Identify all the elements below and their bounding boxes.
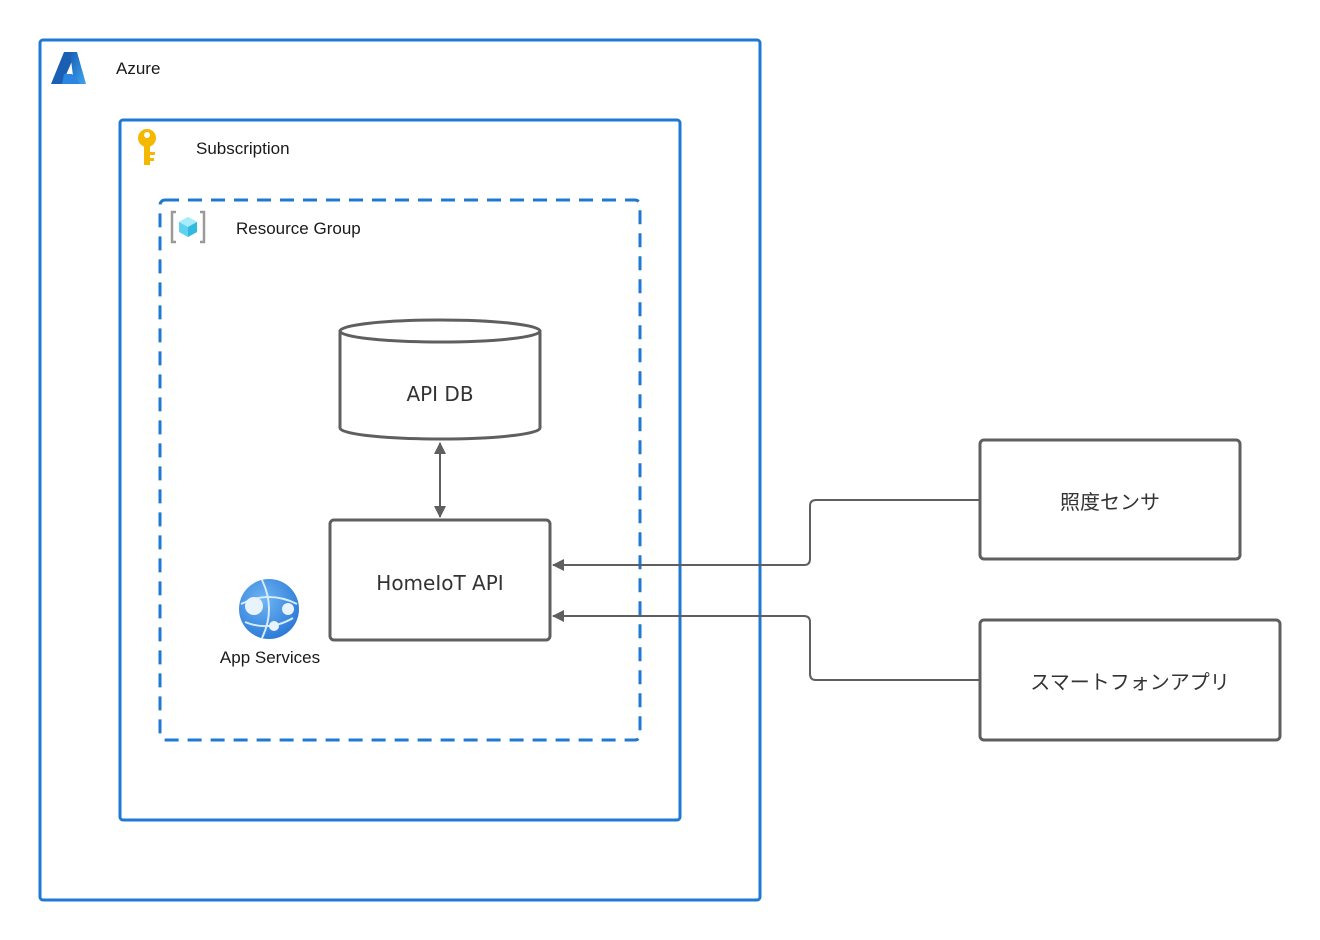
subscription-container[interactable]: Subscription [118, 118, 682, 822]
app-services-node[interactable]: App Services [220, 579, 320, 667]
azure-container-border [38, 38, 762, 902]
subscription-container-label: Subscription [196, 139, 290, 158]
app-services-label: App Services [220, 648, 320, 667]
homeiot-api-box [328, 518, 552, 642]
subscription-container-border [118, 118, 682, 822]
app-services-icon [239, 579, 299, 639]
light-sensor-label: 照度センサ [1060, 490, 1160, 514]
api-db-label: API DB [406, 382, 473, 406]
homeiot-api-node[interactable]: HomeIoT API [328, 518, 552, 642]
edge-light-sensor-homeiot-api[interactable] [552, 499, 980, 571]
smartphone-app-label: スマートフォンアプリ [1030, 670, 1229, 694]
resource-group-container[interactable]: Resource Group [158, 198, 642, 742]
azure-container-label: Azure [116, 59, 160, 78]
smartphone-app-node[interactable]: スマートフォンアプリ [978, 618, 1282, 742]
api-db-cylinder-body [338, 331, 542, 441]
azure-logo-icon [51, 52, 86, 84]
api-db-node[interactable]: API DB [338, 318, 542, 441]
resource-group-container-border [158, 198, 642, 742]
resource-group-icon [170, 210, 206, 244]
key-icon [138, 129, 156, 165]
resource-group-container-label: Resource Group [236, 219, 361, 238]
azure-container[interactable]: Azure [38, 38, 762, 902]
edge-smartphone-app-homeiot-api[interactable] [552, 610, 980, 681]
api-db-cylinder-top [338, 318, 542, 344]
light-sensor-node[interactable]: 照度センサ [978, 438, 1242, 561]
homeiot-api-label: HomeIoT API [376, 571, 503, 595]
